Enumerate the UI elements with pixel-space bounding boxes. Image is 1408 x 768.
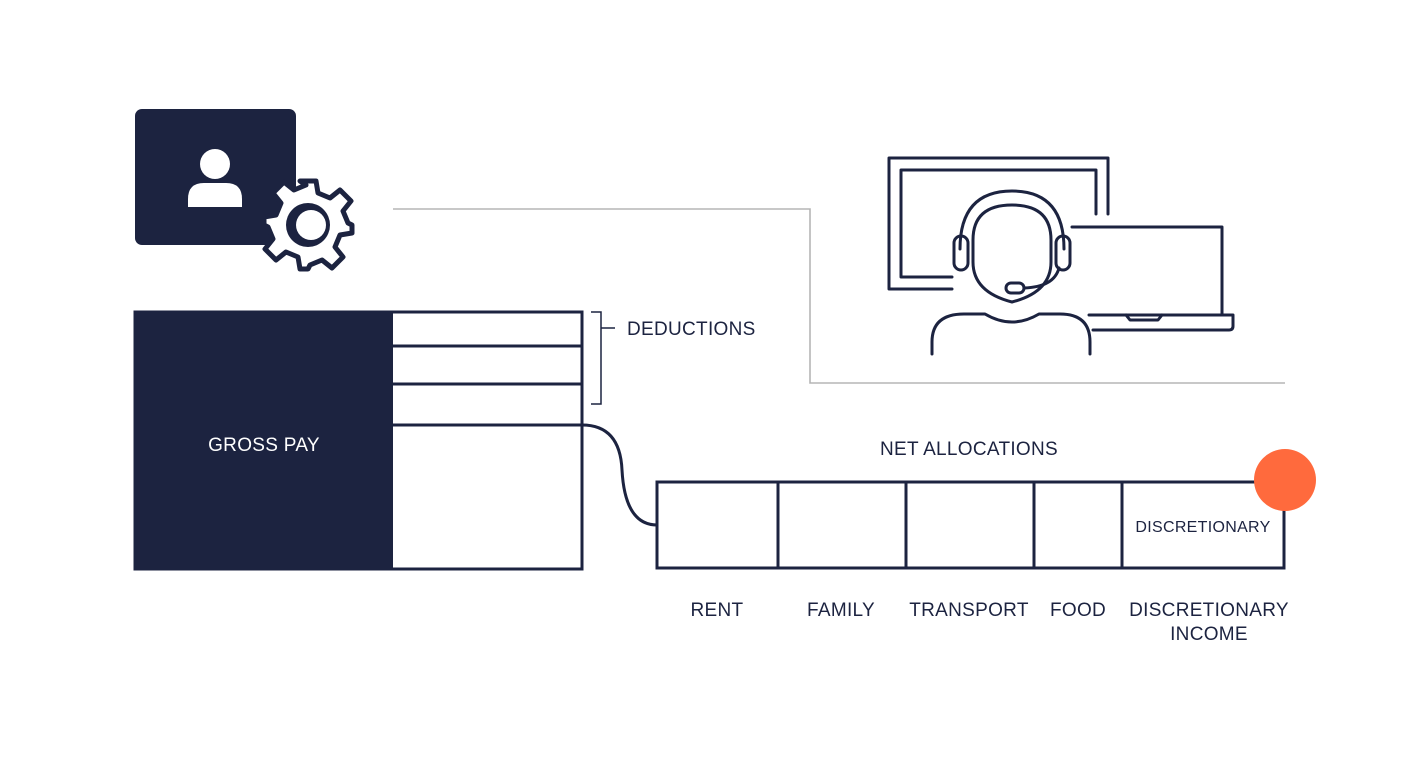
- gross-pay-frame: [133, 310, 584, 571]
- laptop-notch: [1124, 313, 1164, 322]
- deductions-label: DEDUCTIONS: [627, 319, 756, 340]
- monitor-frame: [887, 156, 1110, 291]
- connector-lines: [393, 208, 1285, 384]
- user-head: [200, 149, 230, 179]
- headset-band: [958, 189, 1066, 251]
- laptop-base: [1087, 313, 1235, 332]
- agent-head: [971, 203, 1053, 304]
- category-label-discretionary: DISCRETIONARY: [1129, 600, 1289, 621]
- headset-ear-left: [952, 234, 970, 272]
- deductions-bracket: DEDUCTIONS: [591, 311, 756, 405]
- laptop-screen: [1070, 225, 1224, 317]
- category-label-food: FOOD: [1050, 600, 1106, 621]
- category-label-transport: TRANSPORT: [909, 600, 1029, 621]
- net-allocations: NET ALLOCATIONS DISCRETIONARY RENT FAMIL…: [655, 439, 1316, 645]
- user-gear-icon: [135, 109, 355, 272]
- agent-shoulders: [930, 312, 1092, 356]
- gross-pay-block: GROSS PAY: [133, 310, 584, 571]
- category-label-rent: RENT: [691, 600, 744, 621]
- allocation-bar-frame: [655, 480, 1286, 570]
- headset-ear-right: [1054, 234, 1072, 272]
- gear-icon: [261, 178, 355, 272]
- headset-mic-tip: [1004, 281, 1026, 295]
- connector-profile-to-network: [393, 208, 1285, 384]
- gross-pay-fill: [135, 312, 393, 569]
- headset-agent-icon: [887, 156, 1235, 356]
- gross-pay-label: GROSS PAY: [208, 435, 320, 456]
- category-label-family: FAMILY: [807, 600, 875, 621]
- net-pay-connector: [581, 423, 658, 527]
- headset-mic: [1022, 266, 1061, 290]
- net-allocations-title: NET ALLOCATIONS: [880, 439, 1058, 460]
- discretionary-cell-label: DISCRETIONARY: [1135, 519, 1270, 536]
- monitor-laptop-icon: [887, 156, 1235, 332]
- user-body: [188, 183, 242, 207]
- monitor-inner: [899, 168, 1098, 279]
- highlight-dot: [1254, 449, 1316, 511]
- category-label-discretionary-line2: INCOME: [1170, 624, 1248, 645]
